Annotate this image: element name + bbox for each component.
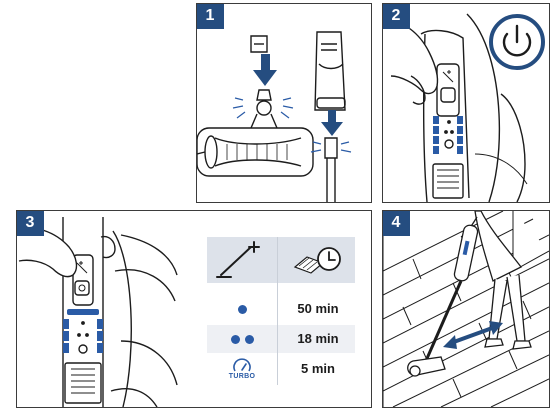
runtime-row-double-dot: 18 min <box>207 325 355 353</box>
table-divider <box>277 237 278 385</box>
step-3-illustration <box>18 217 178 407</box>
step-number-badge: 4 <box>383 211 410 236</box>
runtime-value: 18 min <box>297 331 339 346</box>
runtime-value: 50 min <box>297 301 339 316</box>
single-dot-icon <box>238 305 247 314</box>
turbo-label: TURBO <box>228 373 256 380</box>
dot-icon <box>245 335 254 344</box>
step-1-illustration <box>197 31 352 202</box>
dot-icon <box>231 335 240 344</box>
double-arrow-icon <box>443 321 503 349</box>
arrow-down-icon <box>253 54 277 86</box>
panel-step-2: 2 <box>382 3 550 203</box>
runtime-table-header <box>207 237 355 283</box>
step-4-illustration <box>383 211 549 407</box>
panel-step-1: 1 <box>196 3 372 203</box>
runtime-row-single-dot: 50 min <box>207 295 355 323</box>
arrow-down-icon <box>321 110 343 136</box>
step-number-badge: 3 <box>17 211 44 236</box>
turbo-icon: TURBO <box>223 357 261 383</box>
battery-level-icon <box>216 241 260 278</box>
step-2-illustration <box>390 13 545 202</box>
power-icon <box>489 14 545 70</box>
step-number-badge: 2 <box>383 4 410 29</box>
runtime-value: 5 min <box>301 361 335 376</box>
clock-icon <box>293 247 341 274</box>
runtime-table: 50 min 18 min TURBO 5 min <box>207 237 355 385</box>
step-number-badge: 1 <box>197 4 224 29</box>
panel-step-4: 4 <box>382 210 550 408</box>
runtime-row-turbo: TURBO 5 min <box>207 355 355 383</box>
panel-step-3: 3 <box>16 210 372 408</box>
